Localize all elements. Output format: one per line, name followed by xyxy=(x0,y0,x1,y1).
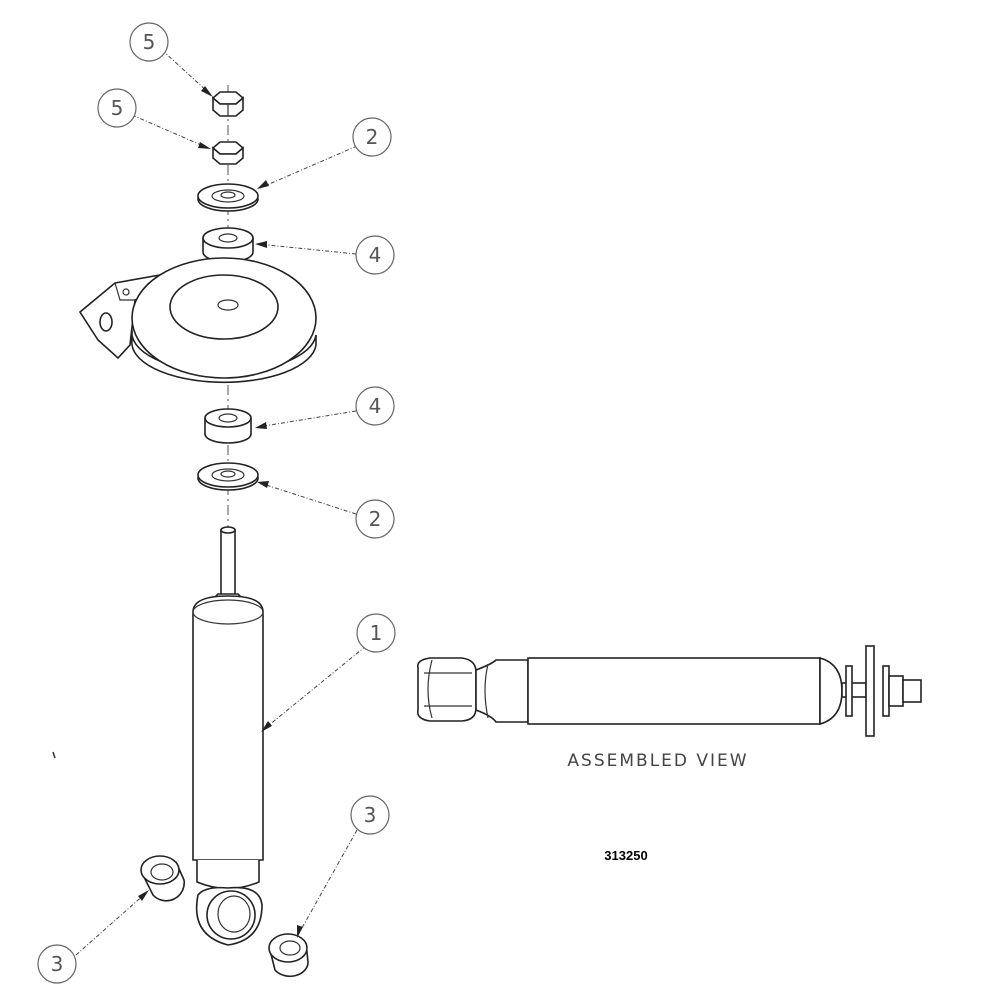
arrow-nut-top xyxy=(201,86,213,97)
leader-washer-lower xyxy=(259,482,357,515)
callout-bushing-top: 4 xyxy=(355,235,395,275)
leader-washer-top xyxy=(259,145,358,189)
eye-bushing-right xyxy=(268,933,309,978)
callout-label: 3 xyxy=(364,803,377,827)
leader-bushing-lower xyxy=(257,410,357,428)
arrow-nut-lower xyxy=(198,142,211,149)
callout-label: 5 xyxy=(143,30,156,54)
shock-absorber xyxy=(192,526,264,946)
callout-washer-top: 2 xyxy=(352,117,392,157)
arrow-bushing-top xyxy=(255,241,267,248)
hex-nut-lower xyxy=(211,141,245,165)
callout-label: 4 xyxy=(369,394,382,418)
leader-bushing-top xyxy=(257,243,357,255)
arrow-washer-lower xyxy=(257,481,269,488)
leader-eye-left xyxy=(75,892,147,956)
leader-nut-top xyxy=(161,49,211,95)
callout-label: 3 xyxy=(51,952,64,976)
callout-label: 4 xyxy=(369,243,382,267)
arrow-eye-right xyxy=(297,925,303,938)
leader-eye-right xyxy=(297,829,358,936)
arrow-bushing-lower xyxy=(255,422,267,429)
arrow-shock xyxy=(261,721,272,732)
arrow-eye-left xyxy=(138,890,149,901)
washer-top xyxy=(197,183,259,212)
callout-washer-lower: 2 xyxy=(355,499,395,539)
arrow-washer-top xyxy=(257,180,269,189)
callout-nut-lower: 5 xyxy=(97,88,137,128)
leader-shock xyxy=(262,645,367,731)
callout-nut-top: 5 xyxy=(129,22,169,62)
callout-shock: 1 xyxy=(356,613,396,653)
mounting-bracket xyxy=(78,257,317,384)
leader-nut-lower xyxy=(131,114,209,149)
callout-bushing-lower: 4 xyxy=(355,386,395,426)
bushing-top xyxy=(202,227,254,263)
assembled-view xyxy=(416,645,922,737)
hex-nut-top xyxy=(211,91,245,117)
callout-label: 2 xyxy=(366,125,379,149)
part-number: 313250 xyxy=(604,848,647,863)
assembled-view-caption: ASSEMBLED VIEW xyxy=(567,751,748,771)
callout-eye-left: 3 xyxy=(37,944,77,984)
callout-eye-right: 3 xyxy=(350,795,390,835)
callout-label: 1 xyxy=(370,621,383,645)
eye-bushing-left xyxy=(140,855,185,902)
stray-mark xyxy=(52,751,56,759)
washer-lower xyxy=(197,462,259,491)
bushing-lower xyxy=(204,408,252,444)
callout-label: 5 xyxy=(111,96,124,120)
callout-label: 2 xyxy=(369,507,382,531)
